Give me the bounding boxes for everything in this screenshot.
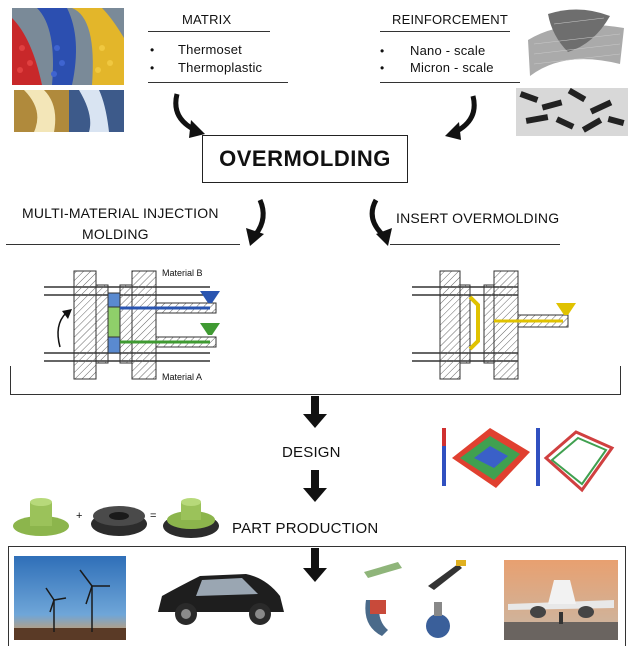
reinforcement-bullet-1: • bbox=[380, 44, 385, 58]
multi-material-mold-diagram bbox=[44, 270, 220, 380]
matrix-bottom-line bbox=[148, 82, 288, 83]
airplane-image bbox=[504, 560, 618, 640]
equals-sign: = bbox=[150, 510, 157, 522]
matrix-item-thermoset: Thermoset bbox=[178, 42, 242, 57]
combined-part-icon bbox=[163, 498, 219, 538]
resin-pour-image bbox=[14, 90, 124, 132]
bracket-right bbox=[620, 366, 621, 394]
reinforcement-title: REINFORCEMENT bbox=[392, 12, 508, 27]
simulation-heatmap-image bbox=[434, 418, 618, 496]
overmolding-title: OVERMOLDING bbox=[219, 146, 391, 171]
part-production-label: PART PRODUCTION bbox=[232, 520, 379, 537]
matrix-bullet-2: • bbox=[150, 61, 155, 75]
plastic-granules-image bbox=[12, 8, 124, 85]
green-part-icon bbox=[13, 498, 69, 536]
plus-sign: + bbox=[76, 510, 83, 522]
production-arrow-icon bbox=[303, 470, 327, 502]
bracket-bottom bbox=[10, 394, 621, 395]
bottom-bracket-left bbox=[8, 546, 9, 646]
design-arrow-icon bbox=[303, 396, 327, 428]
car-image bbox=[150, 556, 290, 636]
overmolding-box: OVERMOLDING bbox=[202, 135, 408, 183]
multi-material-underline bbox=[6, 244, 240, 245]
design-label: DESIGN bbox=[282, 444, 341, 461]
reinforcement-item-nano: Nano - scale bbox=[410, 43, 486, 58]
final-arrow-icon bbox=[303, 548, 327, 582]
right-branch-arrow-icon bbox=[369, 198, 392, 246]
matrix-bullet-1: • bbox=[150, 43, 155, 57]
insert-overmolding-label: INSERT OVERMOLDING bbox=[396, 210, 560, 226]
bracket-left bbox=[10, 366, 11, 394]
matrix-arrow-icon bbox=[173, 93, 205, 138]
matrix-item-thermoplastic: Thermoplastic bbox=[178, 60, 263, 75]
bottom-bracket-right bbox=[625, 546, 626, 646]
multi-material-label-line2: MOLDING bbox=[82, 226, 149, 242]
reinforcement-bullet-2: • bbox=[380, 61, 385, 75]
reinforcement-arrow-icon bbox=[445, 95, 477, 140]
multi-material-label-line1: MULTI-MATERIAL INJECTION bbox=[22, 205, 219, 221]
nanosheet-image bbox=[524, 4, 628, 82]
material-a-label: Material A bbox=[162, 372, 203, 382]
matrix-title: MATRIX bbox=[182, 12, 232, 27]
insert-overmolding-underline bbox=[390, 244, 560, 245]
reinforcement-item-micron: Micron - scale bbox=[410, 60, 494, 75]
wind-turbine-image bbox=[14, 556, 126, 640]
tools-image bbox=[358, 556, 476, 642]
bottom-bracket-top bbox=[8, 546, 626, 547]
reinforcement-underline bbox=[380, 31, 510, 32]
insert-overmolding-mold-diagram bbox=[412, 270, 576, 380]
reinforcement-bottom-line bbox=[380, 82, 520, 83]
fiber-chips-image bbox=[516, 88, 628, 136]
material-b-label: Material B bbox=[162, 268, 203, 278]
matrix-underline bbox=[148, 31, 270, 32]
left-branch-arrow-icon bbox=[246, 198, 266, 246]
dark-gear-part-icon bbox=[91, 506, 147, 536]
